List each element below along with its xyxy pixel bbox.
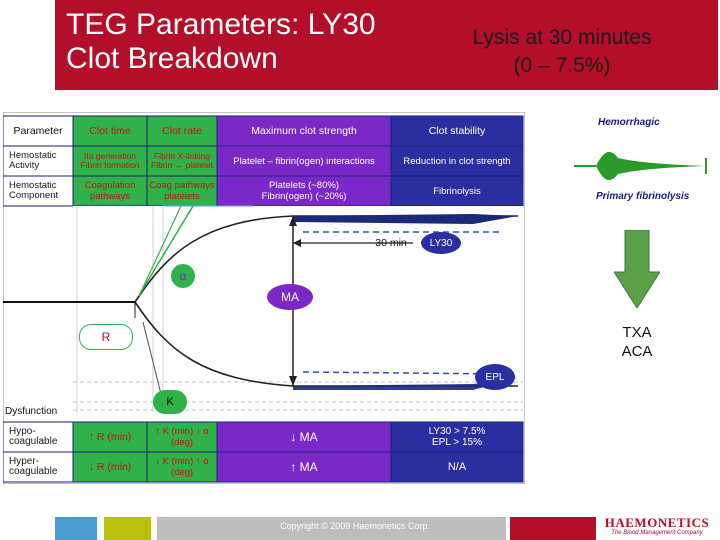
k-time-badge: K [153,390,187,414]
r-time-badge: R [79,324,133,350]
dysfunction-label: Dysfunction [5,405,58,417]
treatment-aca: ACA [621,343,653,360]
header-clot-stability: Clot stability [428,124,486,137]
alpha-angle-badge: α [171,264,195,288]
activity-clot-rate: Fibrin X-linking Fibrin ↔ platelet [151,150,213,170]
epl-badge: EPL [475,364,515,390]
component-clot-rate: Coag pathways platelets [149,180,215,202]
copyright-text: Copyright © 2009 Haemonetics Corp. [280,521,430,531]
component-stability: Fibrinolysis [433,185,481,197]
hyper-k-alpha: ↓ K (min) ↑ α (deg) [155,456,209,478]
primary-fibrinolysis-tracing [574,151,707,181]
row-label-hypercoagulable: Hyper-coagulable [9,455,58,477]
activity-stability: Reduction in clot strength [403,155,511,167]
header-clot-rate: Clot rate [162,124,202,137]
slide-title: TEG Parameters: LY30 Clot Breakdown [66,8,376,75]
slide-subtitle: Lysis at 30 minutes (0 – 7.5%) [438,24,686,80]
teg-background-svg [3,112,525,484]
hyper-r: ↓ R (min) [88,460,132,473]
activity-max-strength: Platelet – fibrin(ogen) interactions [233,155,375,167]
row-label-hemostatic-component: Hemostatic Component [9,179,59,201]
activity-clot-time: IIa generation Fibrin formation [80,150,140,170]
header-clot-time: Clot time [89,124,131,137]
component-max-strength: Platelets (~80%) Fibrin(ogen) (~20%) [261,180,347,202]
primary-fibrinolysis-label: Primary fibrinolysis [596,191,690,202]
ma-badge: MA [267,284,313,310]
hypo-stability: LY30 > 7.5% EPL > 15% [428,426,486,448]
logo-tagline: The Blood Management Company [611,530,703,536]
row-label-hypocoagulable: Hypo-coagulable [9,425,58,447]
header-max-clot-strength: Maximum clot strength [251,124,357,137]
hypo-ma: ↓ MA [290,429,318,444]
hemorrhagic-label: Hemorrhagic [598,117,660,128]
footer-block-red [510,517,596,540]
title-bar [55,0,718,90]
footer-block-gray [157,517,506,540]
hyper-stability: N/A [447,460,467,473]
component-clot-time: Coagulation pathways [84,180,136,202]
footer-block-yellow [104,517,151,540]
header-parameter: Parameter [13,124,63,137]
hypo-r: ↑ R (min) [88,430,132,443]
ly30-badge: LY30 [421,232,461,254]
treatment-txa: TXA [622,324,652,341]
footer-block-blue [55,517,97,540]
thirty-min-label: 30 min [375,236,407,249]
hyper-ma: ↑ MA [290,459,318,474]
subtitle-line-2: (0 – 7.5%) [513,54,611,77]
hypo-k-alpha: ↑ K (min) ↓ α (deg) [155,426,209,448]
logo-wordmark: HAEMONETICS [604,515,710,530]
treatment-labels: TXA ACA [606,323,668,361]
teg-parameter-figure: Parameter Clot time Clot rate Maximum cl… [3,112,525,484]
haemonetics-logo: HAEMONETICS The Blood Management Company [598,515,716,540]
down-arrow-icon [614,230,660,308]
subtitle-line-1: Lysis at 30 minutes [472,26,652,49]
row-label-hemostatic-activity: Hemostatic Activity [9,149,57,171]
